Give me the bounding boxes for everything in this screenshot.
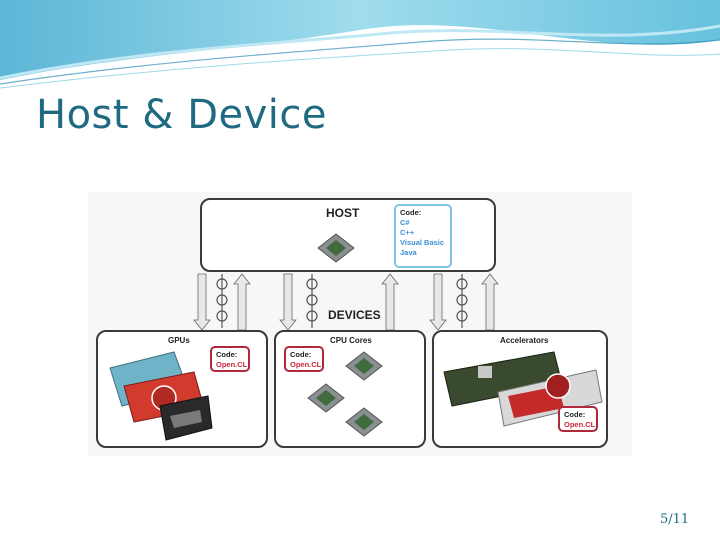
cpu-cores-label: CPU Cores — [330, 336, 372, 345]
cpu-code-box: Code: Open.CL — [284, 346, 324, 372]
page-number: 5/11 — [660, 512, 690, 527]
host-code-item: C++ — [400, 228, 415, 237]
gpu-link-arrows — [193, 273, 251, 331]
wave-banner — [0, 0, 720, 89]
cpu-chip-icon — [345, 407, 383, 437]
gpu-link-gear-icon — [216, 274, 228, 328]
cpu-cores-box: CPU Cores Code: Open.CL — [274, 330, 426, 448]
gpu-code-box: Code: Open.CL — [210, 346, 250, 372]
cpu-link-arrows — [279, 273, 399, 331]
cpu-chip-icon — [307, 383, 345, 413]
slide-title: Host & Device — [36, 92, 327, 138]
accelerator-cards-icon — [443, 351, 603, 427]
gpus-box: GPUs Code: Open.CL — [96, 330, 268, 448]
gpus-label: GPUs — [168, 336, 190, 345]
cpu-code-item: Open.CL — [290, 360, 322, 369]
cpu-chip-icon — [345, 351, 383, 381]
gpu-code-item: Open.CL — [216, 360, 248, 369]
gpu-cards-icon — [109, 351, 213, 441]
host-device-links — [193, 273, 499, 331]
devices-label: DEVICES — [328, 308, 381, 322]
accelerator-code-item: Open.CL — [564, 420, 596, 429]
host-code-item: Java — [400, 248, 417, 257]
host-code-item: C# — [400, 218, 410, 227]
accelerator-link-arrows — [429, 273, 499, 331]
host-label: HOST — [326, 206, 360, 220]
cpu-link-gear-icon — [306, 274, 318, 328]
accelerator-code-box: Code: Open.CL — [558, 406, 598, 432]
host-cpu-chip-icon — [317, 233, 355, 263]
host-code-box: Code: C# C++ Visual Basic Java — [394, 204, 452, 268]
accelerators-box: Accelerators Code: Open.CL — [432, 330, 608, 448]
host-device-diagram: HOST Code: C# C++ Visual Basic Java DEVI… — [88, 192, 632, 456]
host-code-title: Code: — [400, 208, 422, 217]
accelerators-label: Accelerators — [500, 336, 549, 345]
gpu-code-title: Code: — [216, 350, 238, 359]
host-box: HOST Code: C# C++ Visual Basic Java — [200, 198, 496, 272]
cpu-code-title: Code: — [290, 350, 312, 359]
accelerator-link-gear-icon — [456, 274, 468, 328]
accelerator-code-title: Code: — [564, 410, 586, 419]
host-code-item: Visual Basic — [400, 238, 445, 247]
